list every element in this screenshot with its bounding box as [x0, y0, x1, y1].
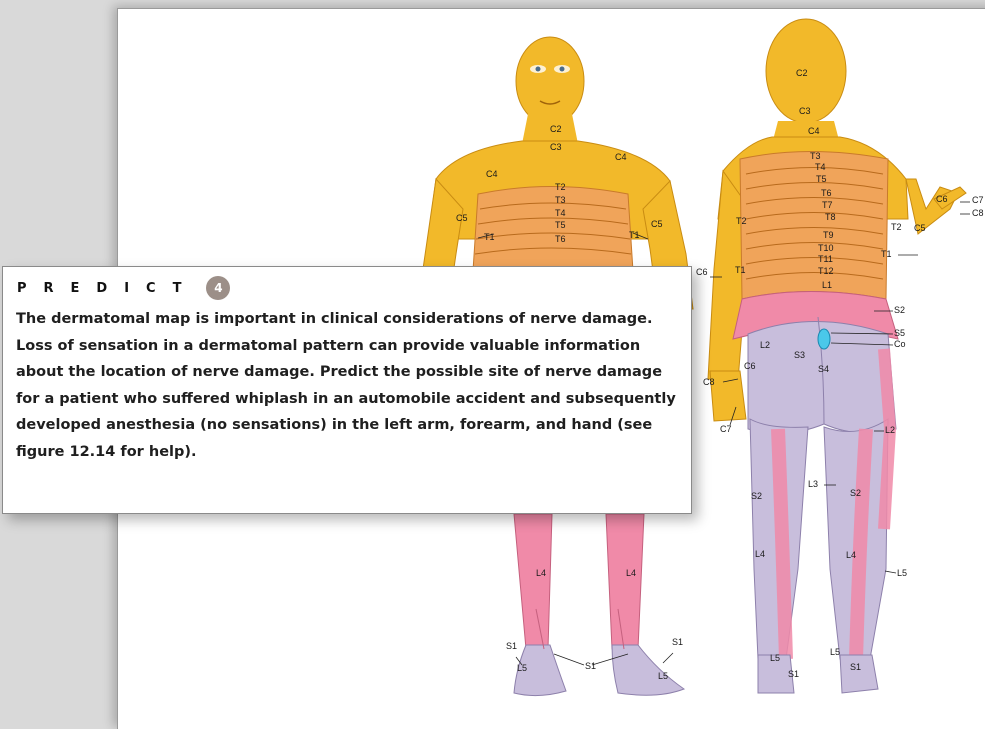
- label-ant-t6: T6: [555, 235, 566, 244]
- label-post-c2: C2: [796, 69, 808, 78]
- label-post-co: Co: [894, 340, 906, 349]
- label-post-l5-foot-right: L5: [830, 648, 840, 657]
- predict-header: PREDICT 4: [17, 277, 230, 299]
- label-post-t2-right: T2: [891, 223, 902, 232]
- label-post-c4: C4: [808, 127, 820, 136]
- label-post-s4: S4: [818, 365, 829, 374]
- label-post-c6-forearm: C6: [744, 362, 756, 371]
- label-post-s2-right: S2: [850, 489, 861, 498]
- label-post-s2-left: S2: [751, 492, 762, 501]
- label-post-s3: S3: [794, 351, 805, 360]
- label-ant-t1-left: T1: [484, 233, 495, 242]
- label-post-t2-left: T2: [736, 217, 747, 226]
- label-post-c6-arm: C6: [696, 268, 708, 277]
- label-post-s2-top: S2: [894, 306, 905, 315]
- label-ant-t5: T5: [555, 221, 566, 230]
- label-ant-c3: C3: [550, 143, 562, 152]
- label-ant-c5-left: C5: [456, 214, 468, 223]
- label-ant-c4-right: C4: [615, 153, 627, 162]
- label-post-c8-hand: C8: [972, 209, 984, 218]
- label-post-l3: L3: [808, 480, 818, 489]
- label-ant-s1-left: S1: [506, 642, 517, 651]
- label-ant-c2: C2: [550, 125, 562, 134]
- label-post-t1-left: T1: [735, 266, 746, 275]
- label-post-l5-leg: L5: [897, 569, 907, 578]
- predict-title: PREDICT: [17, 281, 198, 296]
- label-ant-t1-right: T1: [629, 231, 640, 240]
- label-post-t5: T5: [816, 175, 827, 184]
- label-post-t6: T6: [821, 189, 832, 198]
- label-post-t7: T7: [822, 201, 833, 210]
- label-ant-s1-right: S1: [672, 638, 683, 647]
- label-ant-t2: T2: [555, 183, 566, 192]
- label-ant-l4-left: L4: [536, 569, 546, 578]
- label-post-l2-left: L2: [760, 341, 770, 350]
- label-post-t8: T8: [825, 213, 836, 222]
- label-ant-l5-left: L5: [517, 664, 527, 673]
- label-post-l4-left: L4: [755, 550, 765, 559]
- label-post-c7: C7: [720, 425, 732, 434]
- label-post-c3: C3: [799, 107, 811, 116]
- label-post-l2-right: L2: [885, 426, 895, 435]
- label-post-l5-foot-left: L5: [770, 654, 780, 663]
- label-ant-t4: T4: [555, 209, 566, 218]
- label-post-t11: T11: [818, 255, 833, 264]
- predict-callout: PREDICT 4 The dermatomal map is importan…: [2, 266, 692, 514]
- predict-body-text: The dermatomal map is important in clini…: [16, 306, 684, 466]
- predict-number-badge: 4: [206, 276, 230, 300]
- label-ant-l4-right: L4: [626, 569, 636, 578]
- label-post-l1: L1: [822, 281, 832, 290]
- label-post-t12: T12: [818, 267, 834, 276]
- label-post-c7-hand: C7: [972, 196, 984, 205]
- label-post-s1-left: S1: [788, 670, 799, 679]
- label-ant-c4-left: C4: [486, 170, 498, 179]
- label-post-l4-right: L4: [846, 551, 856, 560]
- label-post-t1-right: T1: [881, 250, 892, 259]
- label-post-c8: C8: [703, 378, 715, 387]
- label-post-t4: T4: [815, 163, 826, 172]
- label-ant-s1-center: S1: [585, 662, 596, 671]
- label-post-s5: S5: [894, 329, 905, 338]
- label-post-c5: C5: [914, 224, 926, 233]
- label-ant-l5-right: L5: [658, 672, 668, 681]
- label-ant-t3: T3: [555, 196, 566, 205]
- label-post-c6-hand: C6: [936, 195, 948, 204]
- label-post-t9: T9: [823, 231, 834, 240]
- posterior-figure: [708, 19, 966, 693]
- label-ant-c5-right: C5: [651, 220, 663, 229]
- label-post-s1-right: S1: [850, 663, 861, 672]
- label-post-t10: T10: [818, 244, 834, 253]
- label-post-t3: T3: [810, 152, 821, 161]
